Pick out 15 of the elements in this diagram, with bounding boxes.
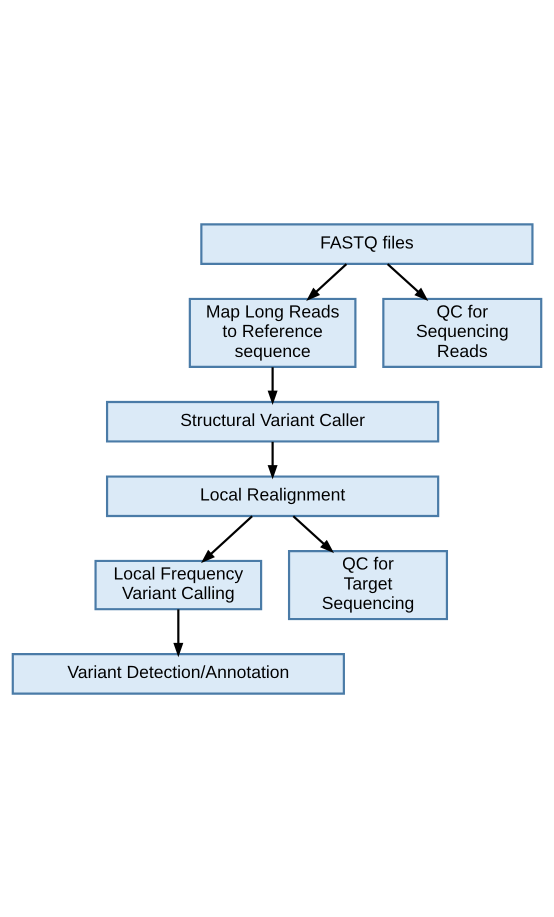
arrow [292,514,334,553]
arrow [201,514,253,563]
node-box: Variant Detection/Annotation [12,652,345,694]
node-box: FASTQ files [200,222,534,264]
arrow [173,608,184,657]
node-box: Map Long Reads to Reference sequence [188,297,356,368]
node-box: QC for Target Sequencing [288,550,448,620]
arrow [306,262,348,300]
node-box: QC for Sequencing Reads [382,297,542,368]
arrow [386,262,428,300]
arrow [268,441,278,479]
arrow [268,366,278,404]
node-box: Local Realignment [106,474,440,517]
node-box: Local Frequency Variant Calling [94,559,262,610]
node-box: Structural Variant Caller [106,400,440,442]
